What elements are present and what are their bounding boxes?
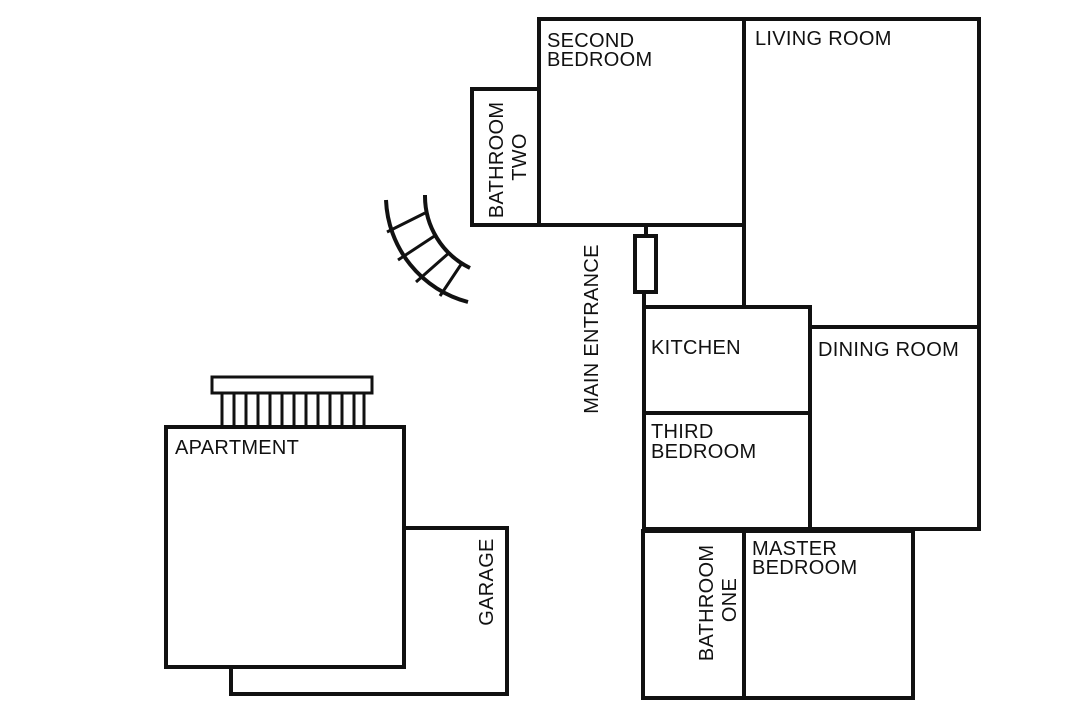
kitchen-label: KITCHEN	[651, 337, 741, 359]
hallway-walls	[642, 223, 744, 309]
living-room-label: LIVING ROOM	[755, 28, 892, 50]
apartment-room	[164, 425, 406, 669]
third-bedroom-room	[642, 411, 812, 531]
dining-room-label: DINING ROOM	[818, 339, 959, 361]
bathroom-two-room	[470, 87, 541, 227]
third-bedroom-label: THIRD BEDROOM	[651, 421, 756, 463]
master-bedroom-room	[742, 529, 915, 700]
entrance-door	[633, 234, 658, 294]
bathroom-one-room	[641, 529, 746, 700]
living-room-room	[742, 17, 981, 329]
master-bedroom-label: MASTER BEDROOM	[752, 538, 857, 579]
second-bedroom-room	[537, 17, 746, 227]
balcony-railing	[220, 393, 366, 427]
second-bedroom-label: SECOND BEDROOM	[547, 30, 652, 71]
main-entrance-label: MAIN ENTRANCE	[581, 244, 603, 413]
apartment-label: APARTMENT	[175, 437, 299, 459]
kitchen-room	[642, 305, 812, 415]
bathroom-one-label: BATHROOM ONE	[696, 539, 741, 661]
bathroom-two-label: BATHROOM TWO	[486, 96, 531, 218]
garage-label: GARAGE	[476, 538, 498, 625]
apartment-balcony	[210, 375, 374, 395]
curved-staircase	[384, 194, 471, 304]
